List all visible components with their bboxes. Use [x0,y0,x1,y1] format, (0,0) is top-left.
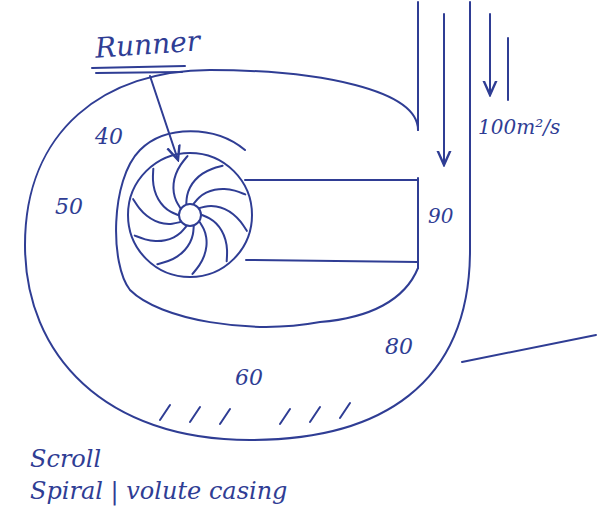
scroll-outer-wall [25,2,470,440]
pipe-wall [507,38,509,100]
runner-blade [173,156,187,208]
leader-line [150,76,178,160]
callout-number: 90 [428,205,453,227]
underline [96,72,182,73]
runner-blade [200,206,247,231]
runner-blade [133,199,180,224]
runner-circle [128,153,252,277]
callout-number: 100m²/s [478,116,560,138]
runner-blade [193,222,207,274]
callout-number: 40 [95,125,123,149]
runner-blade [186,166,222,204]
flow-arrow [443,14,445,165]
guide-line [246,260,418,262]
hatching [160,403,350,424]
runner-blade [135,226,187,241]
pipe-wall [417,2,419,130]
flow-arrow [489,14,491,95]
tongue [417,178,419,268]
runner-blade [157,226,193,264]
leader-line [462,335,596,362]
callout-number: 80 [385,335,413,359]
runner-blades [133,156,247,274]
caption-note: Scroll [30,446,101,472]
runner-hub [179,204,201,226]
runner-blade [194,189,246,204]
underline [92,66,185,68]
caption-note: Spiral | volute casing [30,478,287,504]
scroll-inner-wall [116,131,418,326]
callout-number: 50 [55,195,83,219]
guide-line [245,179,418,181]
part-name: Runner [94,26,201,64]
callout-number: 60 [235,366,263,390]
